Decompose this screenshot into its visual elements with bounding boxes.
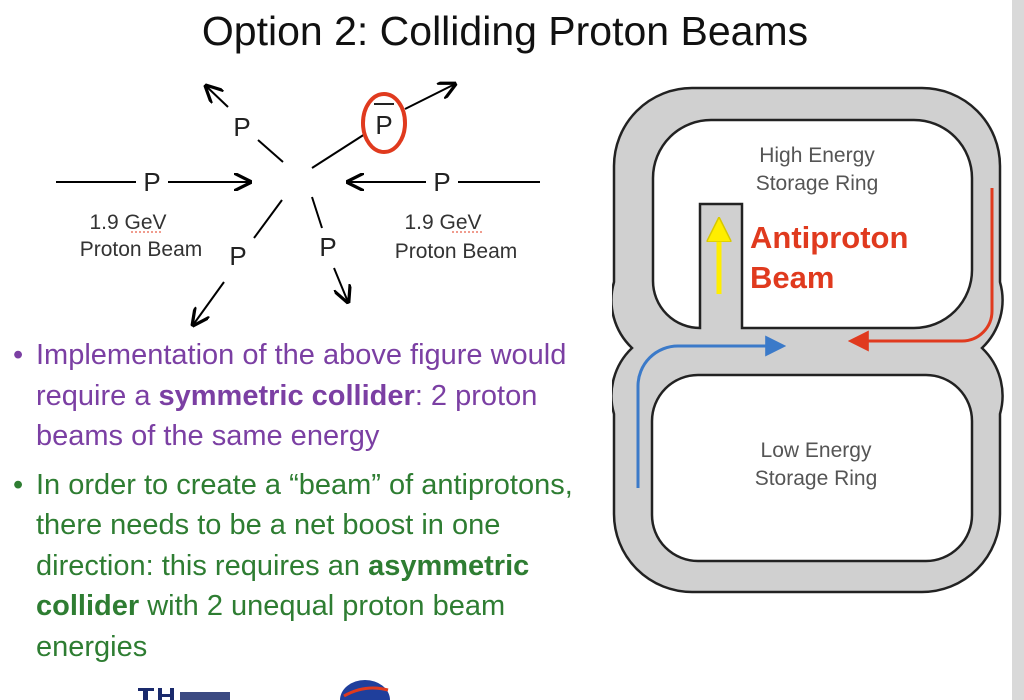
symmetric-collider-term: symmetric collider [158, 379, 415, 412]
nasa-logo [340, 680, 390, 700]
storage-ring-diagram: High Energy Storage Ring Antiproton Beam… [612, 86, 1004, 594]
right-beam-particle: P [433, 167, 450, 197]
out-proton-down-arrow [333, 267, 348, 302]
bullet-list: •Implementation of the above figure woul… [10, 335, 610, 675]
right-beam-energy: 1.9 GeV [404, 211, 481, 234]
asymmetric-collider-term: asymmetric collider [36, 549, 530, 623]
high-ring-label-2: Storage Ring [756, 172, 879, 195]
bullet-item-symmetric: •Implementation of the above figure woul… [10, 335, 610, 457]
out-proton-downleft: P [229, 241, 246, 271]
antiproton-highlight-circle [361, 92, 407, 154]
out-proton-upleft-line [257, 139, 284, 163]
low-energy-ring-hole [650, 373, 974, 563]
out-proton-upleft: P [233, 112, 250, 142]
low-ring-label-2: Storage Ring [755, 467, 878, 490]
out-antiproton-arrow [404, 84, 455, 110]
out-proton-upleft-arrow [206, 86, 229, 108]
right-beam-label: Proton Beam [395, 240, 518, 263]
bullet-dot: • [13, 339, 24, 371]
collision-diagram: P P P P P P 1.9 GeV Proton Beam 1.9 GeV … [56, 0, 540, 330]
antiproton-label-2: Beam [750, 260, 834, 295]
out-proton-down-line [311, 196, 323, 229]
left-beam-energy: 1.9 GeV [89, 211, 166, 234]
left-beam-particle: P [143, 167, 160, 197]
out-antiproton: P [375, 110, 392, 140]
high-energy-ring-hole [651, 118, 974, 330]
window-edge [1012, 0, 1024, 700]
left-beam-label: Proton Beam [80, 238, 203, 261]
bullet-dot: • [13, 468, 24, 501]
hbar-logo [138, 688, 230, 700]
low-ring-label-1: Low Energy [761, 439, 872, 462]
out-proton-down: P [319, 232, 336, 262]
antiproton-label-1: Antiproton [750, 220, 908, 255]
out-antiproton-line [311, 133, 366, 169]
red-beam [847, 188, 994, 352]
out-proton-downleft-line [253, 199, 283, 239]
blue-beam [636, 335, 787, 488]
slide-title: Option 2: Colliding Proton Beams [201, 8, 809, 54]
high-ring-label-1: High Energy [759, 144, 875, 167]
bullet-item-asymmetric: •In order to create a “beam” of antiprot… [10, 465, 610, 668]
out-proton-downleft-arrow [193, 281, 225, 325]
